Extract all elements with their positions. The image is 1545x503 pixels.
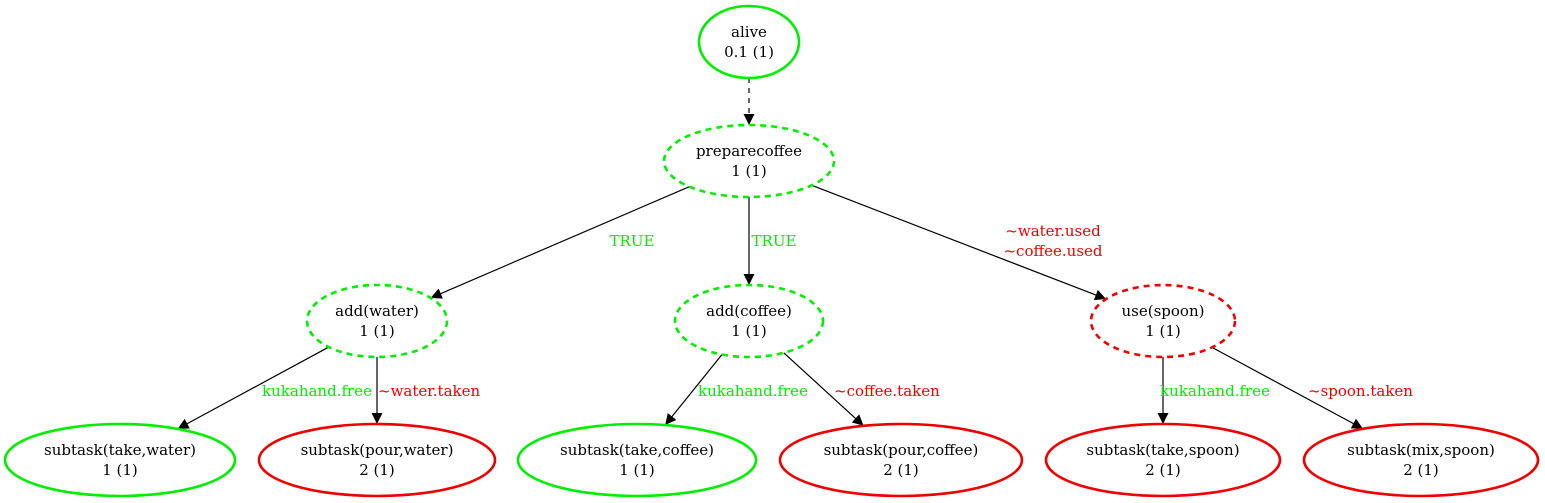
node-take-spoon: subtask(take,spoon) 2 (1) <box>1044 422 1282 498</box>
node-ellipse <box>778 422 1024 498</box>
node-ellipse <box>662 123 836 199</box>
node-label: subtask(mix,spoon) <box>1347 441 1495 459</box>
node-label: use(spoon) <box>1122 302 1205 320</box>
node-ellipse <box>257 422 497 498</box>
node-ellipse <box>516 422 758 498</box>
node-value: 2 (1) <box>1145 461 1181 479</box>
edge-add-coffee-to-take-coffee <box>664 354 723 426</box>
edges-layer: TRUE TRUE ~water.used ~coffee.used kukahand.… <box>177 78 1413 430</box>
node-pour-coffee: subtask(pour,coffee) 2 (1) <box>778 422 1024 498</box>
node-ellipse <box>673 283 825 359</box>
node-take-coffee: subtask(take,coffee) 1 (1) <box>516 422 758 498</box>
node-value: 1 (1) <box>731 162 767 180</box>
edge-label: ~coffee.used <box>1003 242 1102 260</box>
edge-label: TRUE <box>610 232 655 250</box>
node-value: 0.1 (1) <box>724 43 774 61</box>
edge-preparecoffee-to-use-spoon <box>811 184 1107 301</box>
node-add-water: add(water) 1 (1) <box>305 283 449 359</box>
node-value: 1 (1) <box>359 322 395 340</box>
node-ellipse <box>697 4 801 80</box>
node-value: 1 (1) <box>619 461 655 479</box>
node-value: 2 (1) <box>883 461 919 479</box>
node-value: 2 (1) <box>1403 461 1439 479</box>
node-ellipse <box>1089 283 1237 359</box>
node-label: add(coffee) <box>706 302 792 320</box>
node-take-water: subtask(take,water) 1 (1) <box>3 422 237 498</box>
edge-label: ~water.used <box>1005 222 1101 240</box>
node-pour-water: subtask(pour,water) 2 (1) <box>257 422 497 498</box>
node-mix-spoon: subtask(mix,spoon) 2 (1) <box>1302 422 1540 498</box>
edge-label: ~spoon.taken <box>1308 382 1413 400</box>
edge-label: kukahand.free <box>262 382 372 400</box>
node-ellipse <box>1302 422 1540 498</box>
node-value: 2 (1) <box>359 461 395 479</box>
node-label: subtask(take,spoon) <box>1086 441 1239 459</box>
node-value: 1 (1) <box>731 322 767 340</box>
edge-label: ~water.taken <box>378 382 480 400</box>
node-ellipse <box>3 422 237 498</box>
edge-label: TRUE <box>752 232 797 250</box>
node-label: subtask(take,water) <box>44 441 196 459</box>
edge-label: ~coffee.taken <box>834 382 940 400</box>
edge-add-coffee-to-pour-coffee <box>783 352 864 427</box>
node-label: subtask(pour,coffee) <box>824 441 979 459</box>
edge-preparecoffee-to-add-water <box>430 186 690 299</box>
node-label: subtask(pour,water) <box>301 441 454 459</box>
node-preparecoffee: preparecoffee 1 (1) <box>662 123 836 199</box>
node-ellipse <box>1044 422 1282 498</box>
edge-label: kukahand.free <box>698 382 808 400</box>
node-label: subtask(take,coffee) <box>560 441 714 459</box>
node-label: add(water) <box>335 302 419 320</box>
node-add-coffee: add(coffee) 1 (1) <box>673 283 825 359</box>
edge-add-water-to-take-water <box>177 346 330 430</box>
node-use-spoon: use(spoon) 1 (1) <box>1089 283 1237 359</box>
node-label: preparecoffee <box>696 142 802 160</box>
node-ellipse <box>305 283 449 359</box>
node-label: alive <box>731 23 767 41</box>
node-value: 1 (1) <box>102 461 138 479</box>
node-alive: alive 0.1 (1) <box>697 4 801 80</box>
node-value: 1 (1) <box>1145 322 1181 340</box>
edge-use-spoon-to-mix-spoon <box>1211 346 1364 430</box>
edge-label: kukahand.free <box>1160 382 1270 400</box>
